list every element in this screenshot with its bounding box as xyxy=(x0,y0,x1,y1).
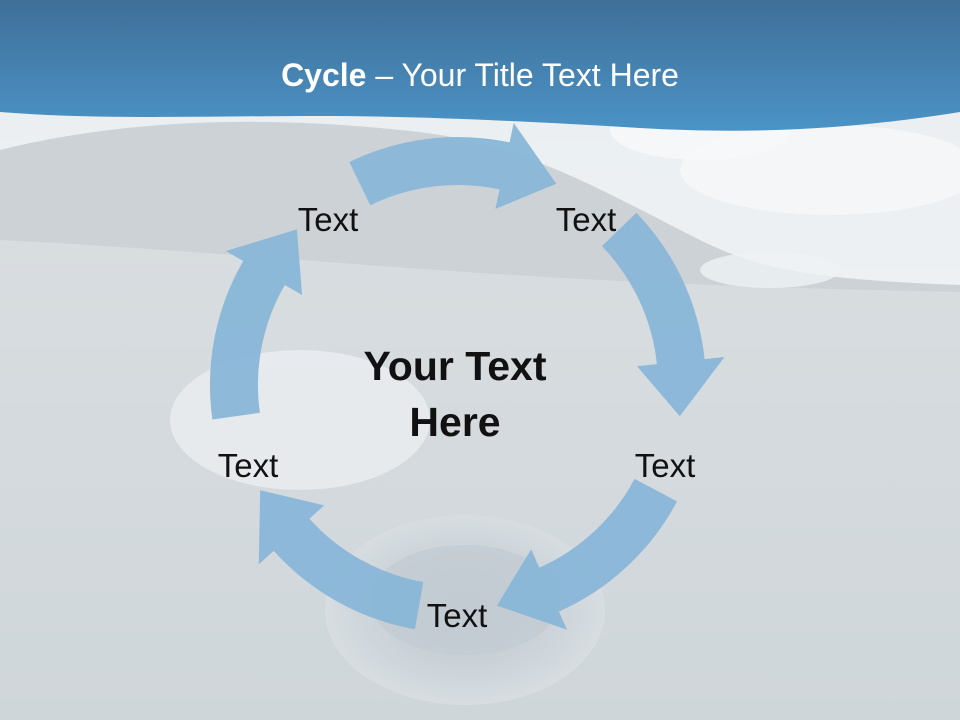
title-bold-part: Cycle xyxy=(281,57,367,93)
cycle-arrow-1 xyxy=(349,122,557,209)
step-label-5: Text xyxy=(217,447,279,484)
title-rest: – Your Title Text Here xyxy=(366,57,679,93)
step-label-1: Text xyxy=(297,201,359,238)
center-text: Your Text Here xyxy=(305,338,605,450)
cycle-arrow-4 xyxy=(258,490,424,630)
step-label-3: Text xyxy=(634,447,696,484)
step-label-4: Text xyxy=(426,597,488,634)
cycle-arrow-2 xyxy=(601,212,725,417)
cycle-arrow-5 xyxy=(209,229,303,420)
center-text-line2: Here xyxy=(409,399,501,445)
slide-title: Cycle – Your Title Text Here xyxy=(0,52,960,98)
cycle-arrow-3 xyxy=(496,478,677,630)
step-label-2: Text xyxy=(555,201,617,238)
center-text-line1: Your Text xyxy=(363,343,547,389)
